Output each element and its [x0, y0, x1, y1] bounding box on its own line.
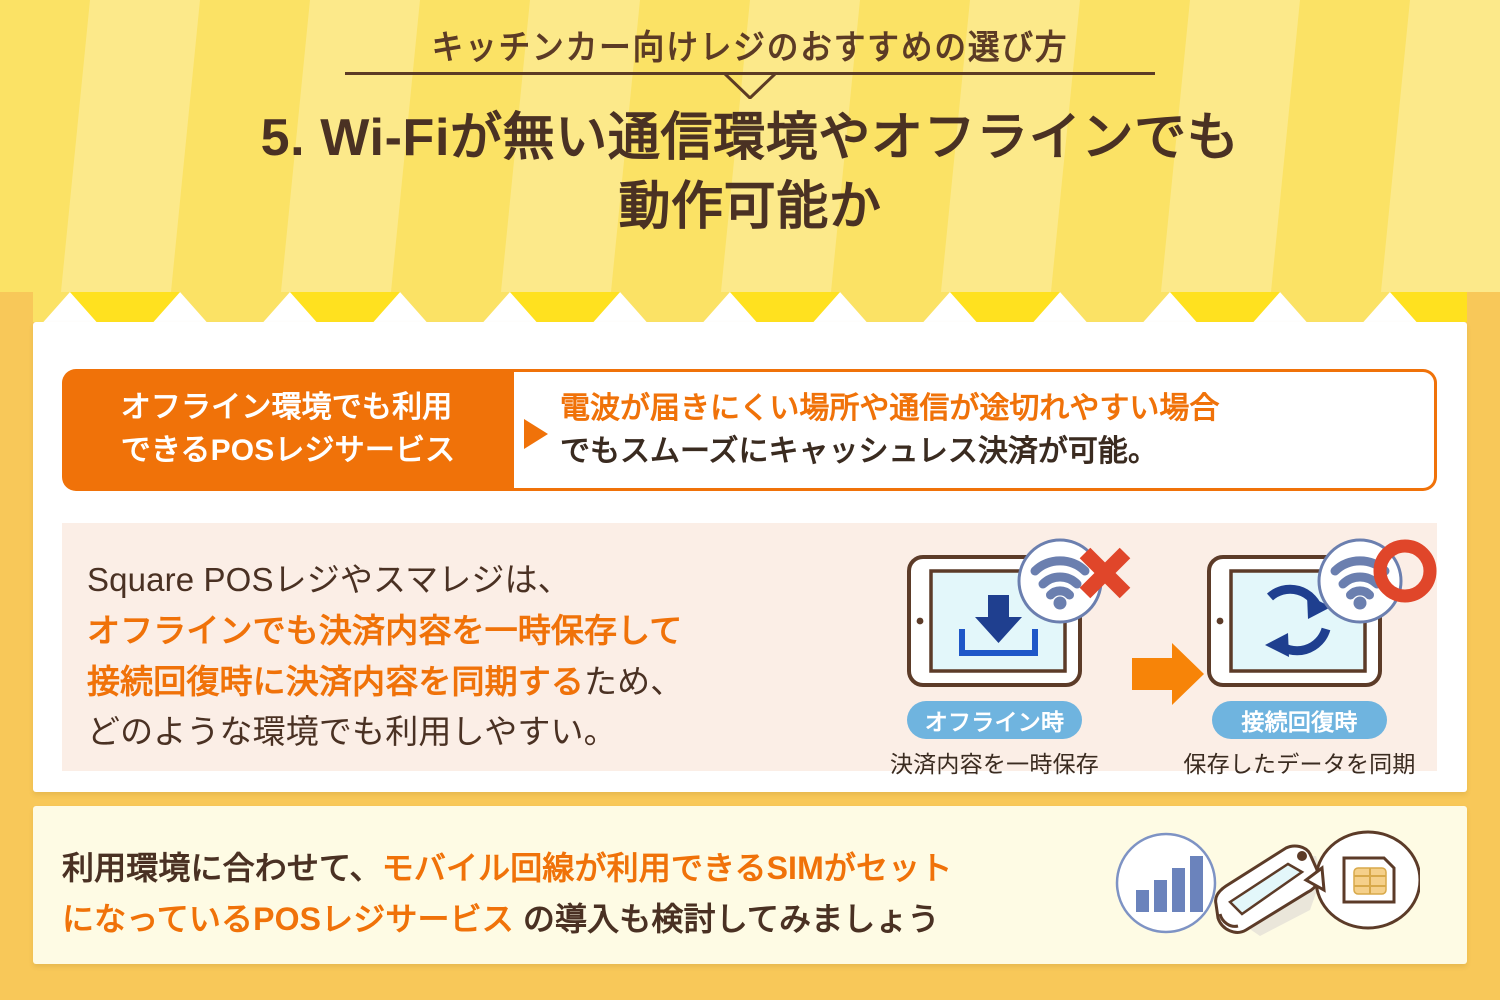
explanation-panel: Square POSレジやスマレジは、 オフラインでも決済内容を一時保存して 接…: [62, 523, 1437, 777]
stripe-pattern-svg: [0, 0, 1500, 322]
caption-reconnected: 保存したデータを同期: [1183, 751, 1416, 777]
footer-line-1: 利用環境に合わせて、モバイル回線が利用できるSIMがセット: [62, 843, 1102, 894]
paragraph-line-1: Square POSレジやスマレジは、: [87, 561, 571, 598]
page-title-line-2: 動作可能か: [618, 178, 882, 237]
tag-desc-line-2: でもスムーズにキャッシュレス決済が可能。: [560, 435, 1158, 468]
paragraph-line-4: どのような環境でも利用しやすい。: [87, 713, 617, 751]
cross-mark-icon: [1079, 547, 1131, 599]
signal-bars-icon: [1115, 832, 1217, 934]
paragraph-line-3-tail: ため、: [583, 662, 684, 700]
footer-line-1-highlight: モバイル回線が利用できるSIMがセット: [381, 850, 953, 886]
paragraph-line-2: オフラインでも決済内容を一時保存して: [87, 611, 683, 649]
tag-desc-line-1: 電波が届きにくい場所や通信が途切れやすい場合: [560, 391, 1220, 425]
page-title-line-1: 5. Wi-Fiが無い通信環境やオフラインでも: [260, 109, 1240, 167]
footer-icons-svg: [1115, 830, 1422, 936]
tag-description-box: 電波が届きにくい場所や通信が途切れやすい場合 でもスムーズにキャッシュレス決済が…: [514, 369, 1437, 491]
page-title: 5. Wi-Fiが無い通信環境やオフラインでも 動作可能か: [0, 104, 1500, 242]
sim-card-icon: [1303, 830, 1422, 930]
pill-offline: オフライン時: [907, 701, 1082, 739]
footer-line-2: になっているPOSレジサービス の導入も検討してみましょう: [62, 894, 1102, 945]
awning-header: キッチンカー向けレジのおすすめの選び方 5. Wi-Fiが無い通信環境やオフライ…: [0, 0, 1500, 322]
pill-reconnected: 接続回復時: [1212, 701, 1387, 739]
card-terminal-icon: [1214, 844, 1322, 936]
wifi-icon: [1317, 538, 1437, 624]
kicker-notch-icon: [722, 71, 778, 101]
arrow-right-icon: [1132, 643, 1204, 710]
arrow-right-svg: [1132, 643, 1204, 705]
explanation-paragraph: Square POSレジやスマレジは、 オフラインでも決済内容を一時保存して 接…: [87, 555, 787, 758]
footer-text: 利用環境に合わせて、モバイル回線が利用できるSIMがセット になっているPOSレ…: [62, 843, 1102, 944]
awning-zigzag-edge: [0, 292, 1500, 322]
main-white-card: オフライン環境でも利用 できるPOSレジサービス 電波が届きにくい場所や通信が途…: [33, 322, 1467, 792]
footer-icon-group: [1110, 818, 1422, 936]
circle-mark-icon: [1373, 539, 1437, 603]
paragraph-line-3-highlight: 接続回復時に決済内容を同期する: [87, 662, 584, 700]
footer-line-1-plain: 利用環境に合わせて、: [62, 850, 382, 886]
footer-card: 利用環境に合わせて、モバイル回線が利用できるSIMがセット になっているPOSレ…: [33, 806, 1467, 964]
caption-offline: 決済内容を一時保存: [889, 751, 1100, 777]
kicker-text: キッチンカー向けレジのおすすめの選び方: [431, 29, 1069, 67]
footer-line-2-plain: の導入も検討してみましょう: [513, 900, 940, 937]
tag-label-line-2: できるPOSレジサービス: [120, 434, 456, 467]
triangle-right-icon: [524, 419, 548, 449]
zigzag-svg: [0, 292, 1500, 322]
offline-sync-illustration: オフライン時 決済内容を一時保存: [862, 523, 1437, 777]
awning-stripes: [0, 0, 1500, 322]
wifi-offline-badge: [1017, 533, 1135, 634]
tag-label-line-1: オフライン環境でも利用: [120, 391, 453, 425]
wifi-icon: [1017, 538, 1131, 624]
kicker-underline: [345, 72, 1155, 75]
chevron-down-notch-svg: [722, 71, 778, 101]
offline-service-tag-row: オフライン環境でも利用 できるPOSレジサービス 電波が届きにくい場所や通信が途…: [62, 369, 1437, 491]
paragraph-line-3: 接続回復時に決済内容を同期するため、: [87, 657, 787, 708]
tag-label-offline-pos: オフライン環境でも利用 できるPOSレジサービス: [62, 369, 514, 491]
footer-line-2-highlight: になっているPOSレジサービス: [62, 900, 514, 937]
wifi-online-badge: [1317, 533, 1441, 634]
